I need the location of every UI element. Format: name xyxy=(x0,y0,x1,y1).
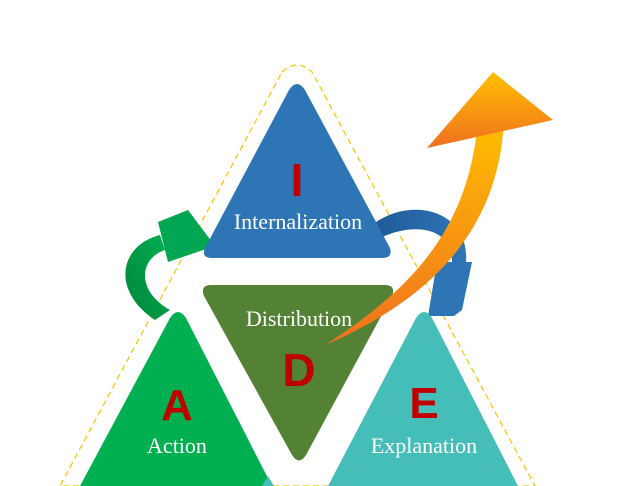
letter-d: D xyxy=(282,344,315,396)
growth-arrow xyxy=(325,72,553,345)
label-internalization: Internalization xyxy=(234,209,362,234)
letter-e: E xyxy=(409,379,438,428)
label-action: Action xyxy=(147,433,207,458)
triangle-action: A Action xyxy=(80,312,272,486)
letter-a: A xyxy=(161,381,193,430)
cycle-arrow-right xyxy=(372,209,472,316)
letter-i: I xyxy=(291,154,304,206)
label-distribution: Distribution xyxy=(246,306,352,331)
label-explanation: Explanation xyxy=(371,433,477,458)
triangle-internalization: I Internalization xyxy=(203,84,391,258)
triangle-distribution: D Distribution xyxy=(202,285,394,461)
triangle-explanation: E Explanation xyxy=(328,312,518,486)
cycle-arrow-left xyxy=(125,210,215,320)
dashed-outline-triangle xyxy=(59,64,536,486)
bottom-sliver xyxy=(262,476,274,486)
